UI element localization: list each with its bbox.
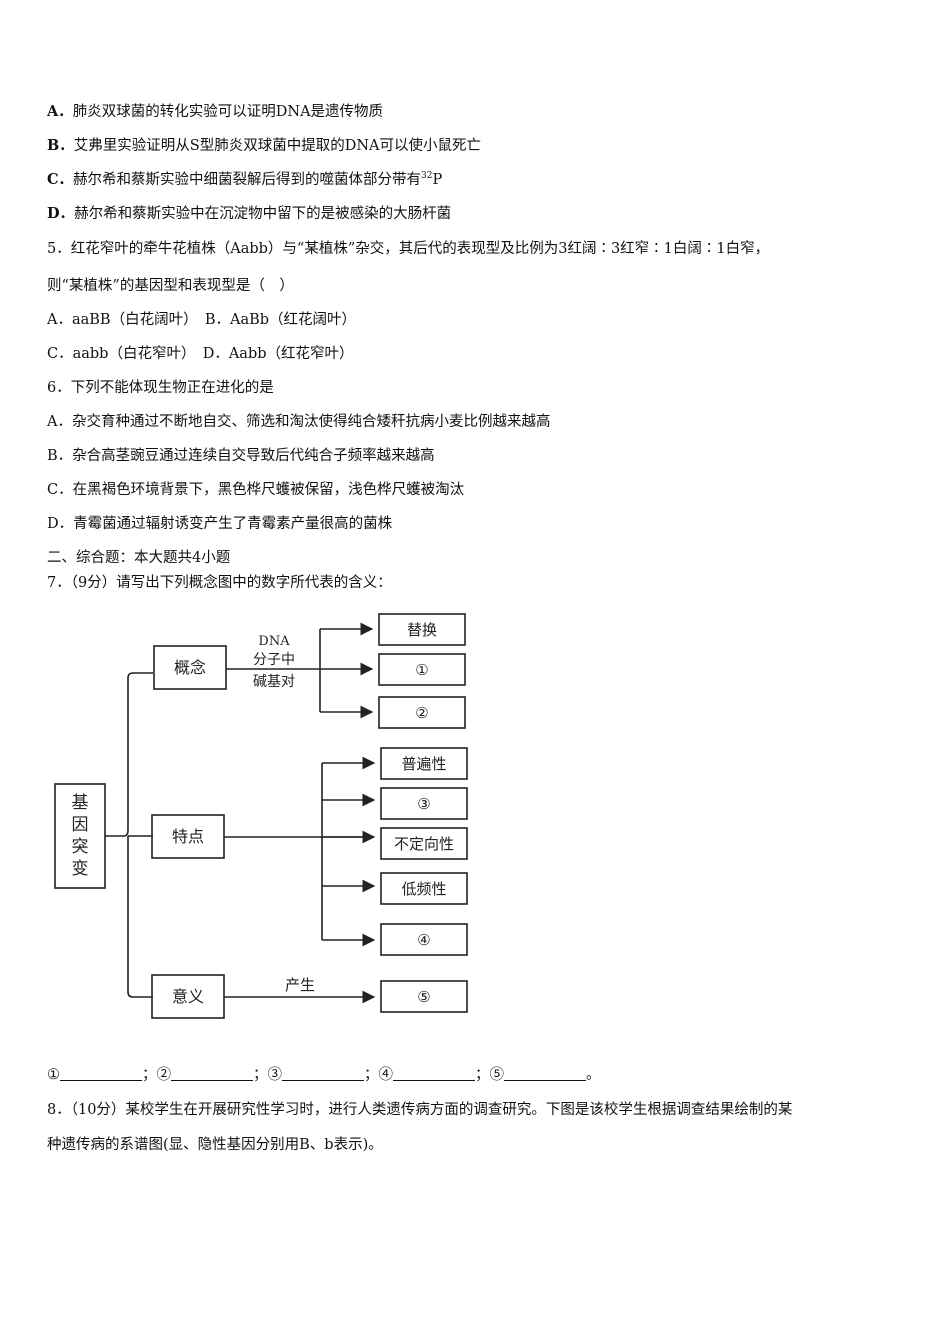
concept-label: 概念 xyxy=(174,658,206,677)
box-undirected xyxy=(380,827,468,860)
q4-option-a: A．肺炎双球菌的转化实验可以证明DNA是遗传物质 xyxy=(47,102,383,122)
answer-blank-4[interactable] xyxy=(393,1066,475,1081)
target-4: ④ xyxy=(417,931,430,949)
feature-connector xyxy=(224,763,374,940)
q5-stem-line2: 则“某植株”的基因型和表现型是（ ） xyxy=(47,278,294,294)
answer-end: 。 xyxy=(586,1067,601,1083)
q7-stem: 7．（9分）请写出下列概念图中的数字所代表的含义： xyxy=(47,575,392,591)
q4-option-c: C．赫尔希和蔡斯实验中细菌裂解后得到的噬菌体部分带有32P xyxy=(47,170,442,190)
option-tail: P xyxy=(432,172,443,188)
root-label: 基因突变 xyxy=(72,793,89,879)
q6-option-c: C．在黑褐色环境背景下，黑色桦尺蠖被保留，浅色桦尺蠖被淘汰 xyxy=(47,482,465,498)
box-4 xyxy=(380,923,468,956)
target-undirected: 不定向性 xyxy=(394,835,454,853)
target-3: ③ xyxy=(417,795,430,813)
concept-box xyxy=(153,645,227,690)
feature-label: 特点 xyxy=(172,827,204,846)
box-substitution xyxy=(378,613,466,646)
answer-marker-2: ；② xyxy=(142,1067,171,1083)
root-label-char: 突 xyxy=(72,837,89,857)
q7-answer-line: ① ；② ；③ ；④ ；⑤ 。 xyxy=(47,1065,601,1085)
q6-stem: 6．下列不能体现生物正在进化的是 xyxy=(47,380,274,396)
q8-line2: 种遗传病的系谱图(显、隐性基因分别用B、b表示)。 xyxy=(47,1137,383,1153)
q6-option-a: A．杂交育种通过不断地自交、筛选和淘汰使得纯合矮秆抗病小麦比例越来越高 xyxy=(47,414,551,430)
option-text: 赫尔希和蔡斯实验中在沉淀物中留下的是被感染的大肠杆菌 xyxy=(74,206,452,222)
target-universal: 普遍性 xyxy=(401,755,446,773)
concept-connector xyxy=(226,629,321,712)
edge-label-produce: 产生 xyxy=(285,976,315,994)
root-bracket xyxy=(105,672,153,998)
answer-blank-5[interactable] xyxy=(504,1066,586,1081)
q6-option-d: D．青霉菌通过辐射诱变产生了青霉素产量很高的菌株 xyxy=(47,516,393,532)
option-text: 赫尔希和蔡斯实验中细菌裂解后得到的噬菌体部分带有 xyxy=(73,172,422,188)
q5-options-row2: C．aabb（白花窄叶） D．Aabb（红花窄叶） xyxy=(47,346,354,362)
root-label-char: 变 xyxy=(72,859,89,879)
box-universal xyxy=(380,747,468,780)
edge-label-basepair: 碱基对 xyxy=(253,673,295,690)
option-label: A． xyxy=(47,103,73,120)
answer-marker-3: ；③ xyxy=(253,1067,282,1083)
target-lowfreq: 低频性 xyxy=(401,880,446,898)
target-substitution: 替换 xyxy=(407,621,437,639)
option-label: C． xyxy=(47,171,74,188)
target-1: ① xyxy=(415,661,428,679)
q4-option-b: B．艾弗里实验证明从S型肺炎双球菌中提取的DNA可以使小鼠死亡 xyxy=(47,136,481,156)
root-label-char: 基 xyxy=(72,793,89,813)
q6-option-b: B．杂合高茎豌豆通过连续自交导致后代纯合子频率越来越高 xyxy=(47,448,435,464)
q8-line1: 8．（10分）某校学生在开展研究性学习时，进行人类遗传病方面的调查研究。下图是该… xyxy=(47,1102,793,1118)
root-label-char: 因 xyxy=(72,815,89,835)
q5-stem-line1: 5．红花窄叶的牵牛花植株（Aabb）与“某植株”杂交，其后代的表现型及比例为3红… xyxy=(47,241,770,257)
option-text: 肺炎双球菌的转化实验可以证明DNA是遗传物质 xyxy=(72,104,384,120)
meaning-label: 意义 xyxy=(172,987,204,1006)
answer-blank-1[interactable] xyxy=(60,1066,142,1081)
target-2: ② xyxy=(415,704,428,722)
answer-blank-2[interactable] xyxy=(171,1066,253,1081)
q5-options-row1: A．aaBB（白花阔叶） B．AaBb（红花阔叶） xyxy=(47,312,357,328)
answer-marker-4: ；④ xyxy=(364,1067,393,1083)
edge-label-dna: DNA xyxy=(258,634,290,649)
q4-option-d: D．赫尔希和蔡斯实验中在沉淀物中留下的是被感染的大肠杆菌 xyxy=(47,204,451,224)
answer-blank-3[interactable] xyxy=(282,1066,364,1081)
answer-marker-1: ① xyxy=(47,1067,60,1083)
superscript: 32 xyxy=(421,171,433,182)
box-1 xyxy=(378,653,466,686)
box-5 xyxy=(380,980,468,1013)
option-label: D． xyxy=(47,205,75,222)
edge-label-molecule: 分子中 xyxy=(253,652,295,668)
box-2 xyxy=(378,696,466,729)
box-3 xyxy=(380,787,468,820)
section-heading: 二、综合题：本大题共4小题 xyxy=(47,550,231,566)
target-5: ⑤ xyxy=(417,988,430,1006)
answer-marker-5: ；⑤ xyxy=(475,1067,504,1083)
option-text: 艾弗里实验证明从S型肺炎双球菌中提取的DNA可以使小鼠死亡 xyxy=(73,138,481,154)
option-label: B． xyxy=(47,137,74,154)
box-lowfreq xyxy=(380,872,468,905)
